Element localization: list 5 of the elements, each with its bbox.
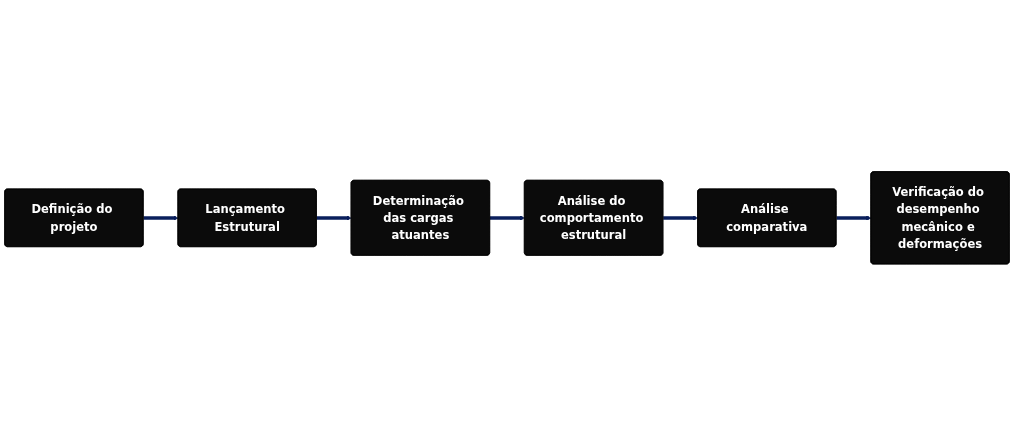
arrow (663, 215, 699, 221)
arrow (143, 215, 179, 221)
arrow (489, 215, 525, 221)
arrow (316, 215, 352, 221)
arrow (836, 215, 872, 221)
